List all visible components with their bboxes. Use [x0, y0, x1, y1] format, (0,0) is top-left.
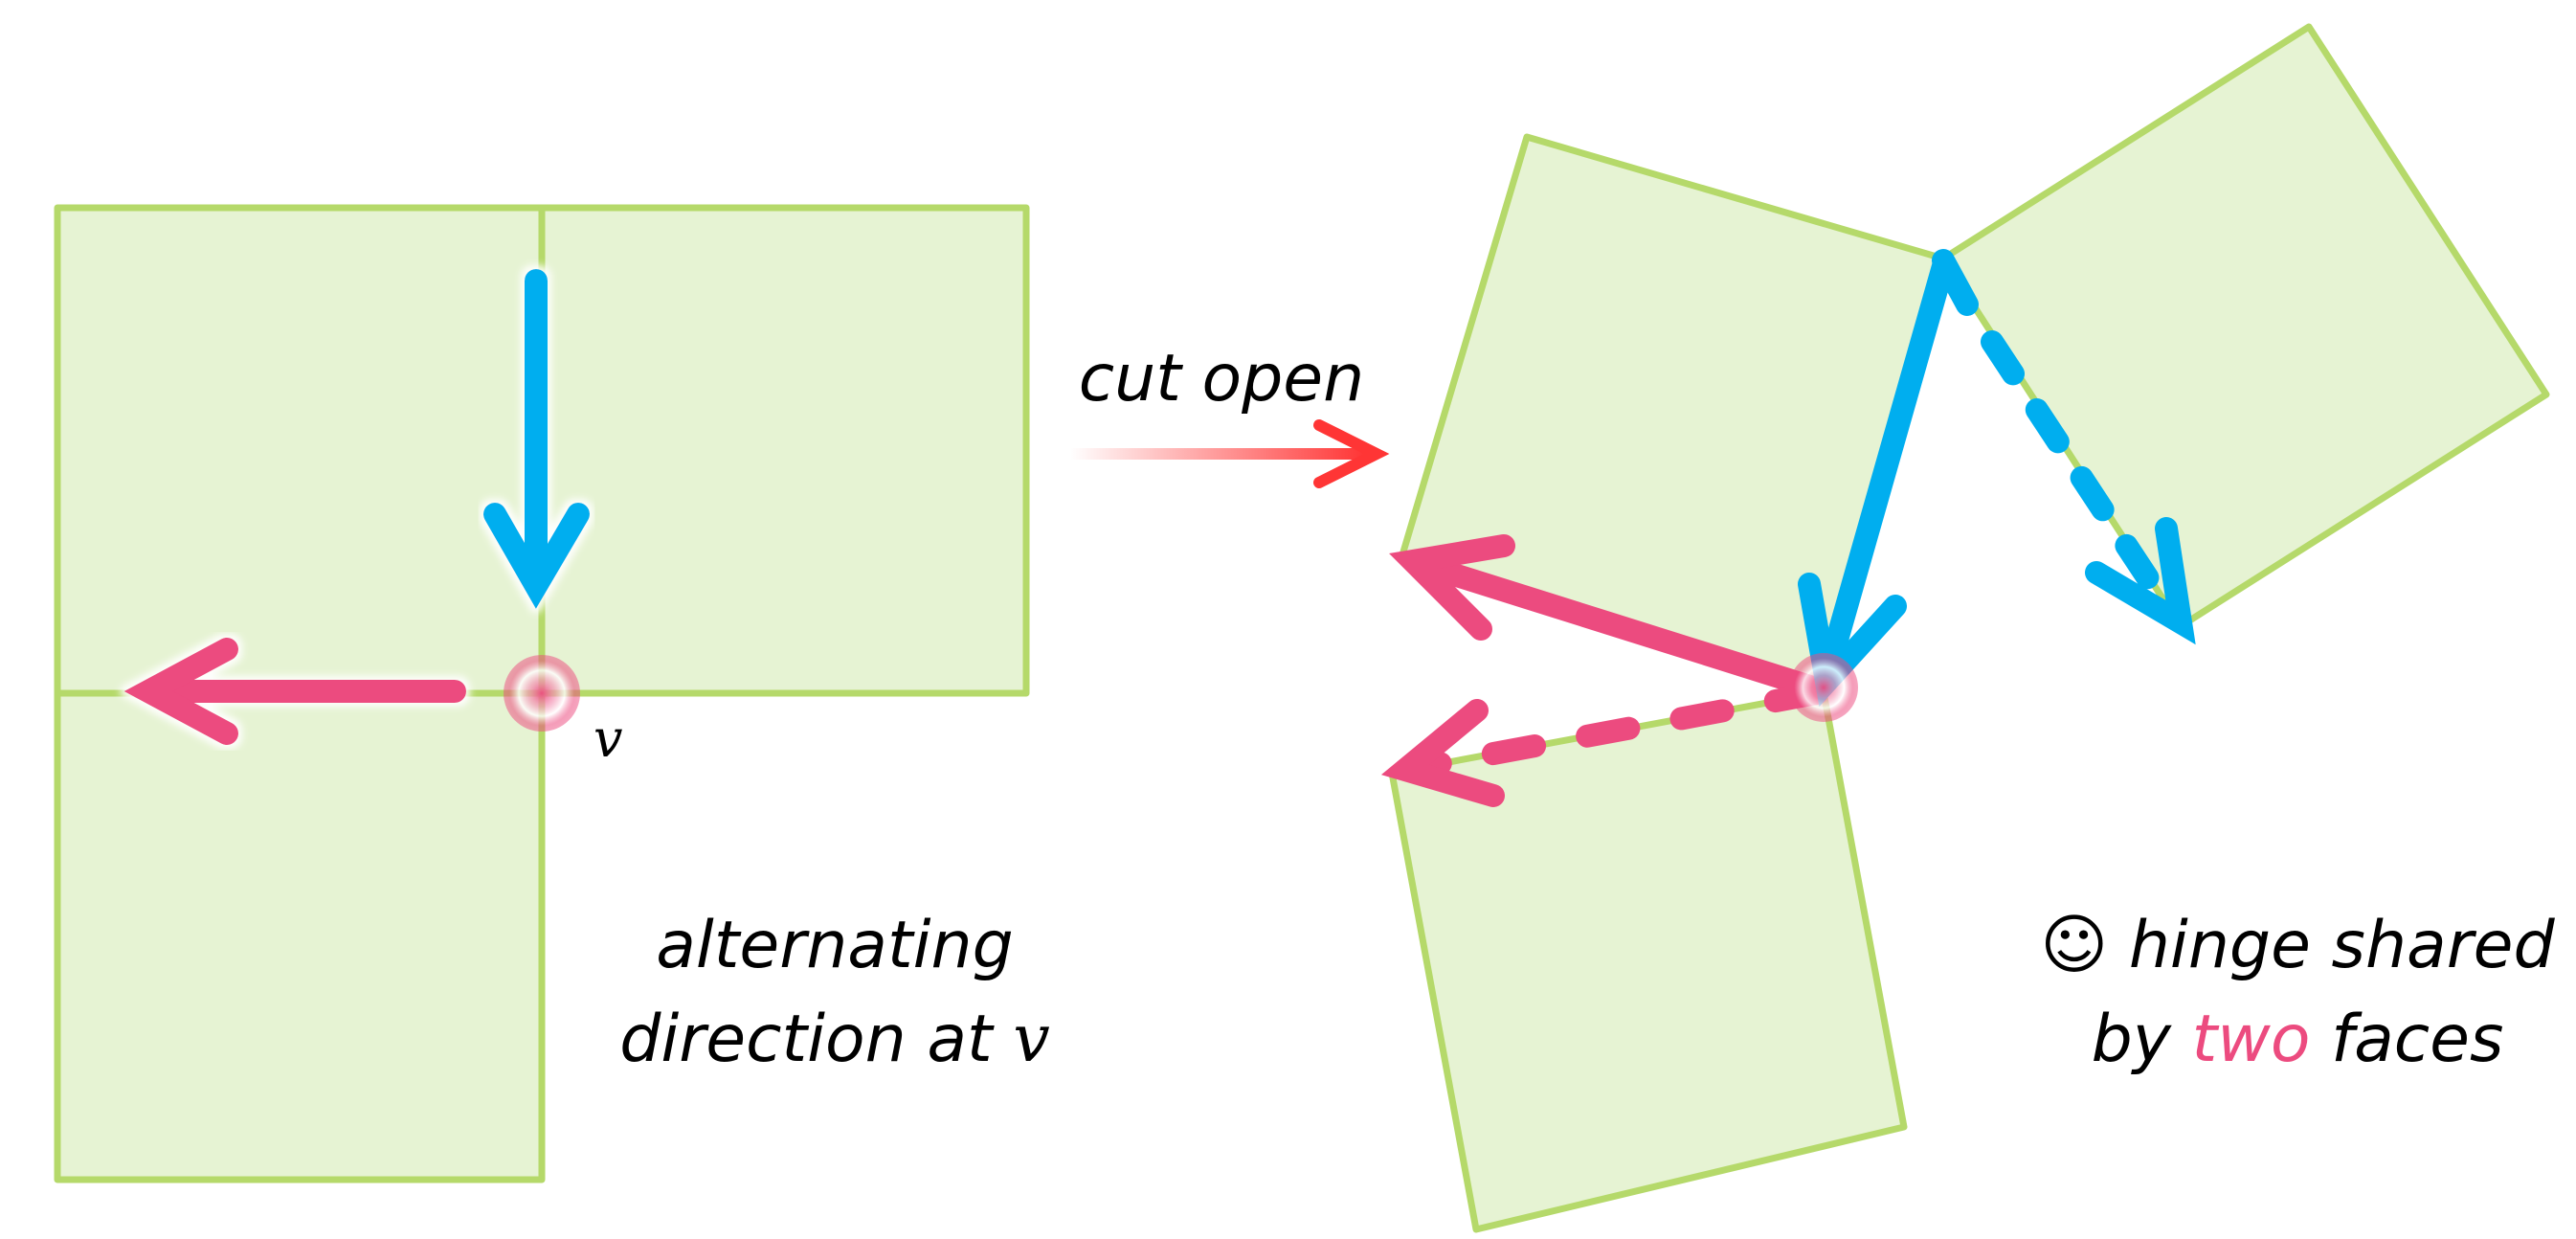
cut-open-label: cut open	[1079, 341, 1364, 417]
left-caption-line2: direction at v	[619, 1002, 1049, 1077]
blue-arrow-down	[483, 269, 590, 609]
vertex-v-label: v	[594, 709, 623, 769]
face-top-right	[538, 204, 1030, 697]
face-b	[1939, 23, 2550, 630]
face-top-left	[54, 204, 546, 697]
right-caption-line1: ☺ hinge shared	[2040, 908, 2555, 983]
pink-arrow-left	[123, 638, 466, 745]
highlight-two: two	[2192, 1002, 2311, 1077]
right-arrow-icon	[1070, 419, 1390, 488]
pink-dashed-arrow	[1380, 682, 1828, 807]
face-c	[1388, 688, 1908, 1233]
vertex-v-prime-marker	[1789, 653, 1858, 722]
left-panel: v alternating direction at v	[54, 204, 1050, 1183]
right-caption-line2: by two faces	[2092, 1002, 2504, 1077]
right-caption: ☺ hinge shared by two faces	[2040, 908, 2555, 1077]
right-panel: ☺ hinge shared by two faces	[1380, 23, 2556, 1233]
pink-solid-arrow	[1389, 534, 1830, 701]
smiley-icon: ☺	[2040, 908, 2108, 983]
face-bottom-left	[54, 689, 546, 1183]
blue-dashed-arrow	[1932, 249, 2196, 645]
left-caption-line1: alternating	[656, 908, 1014, 983]
cut-open-transition: cut open	[1070, 341, 1390, 488]
vertex-v-marker	[504, 655, 580, 732]
face-a	[1398, 133, 1947, 696]
